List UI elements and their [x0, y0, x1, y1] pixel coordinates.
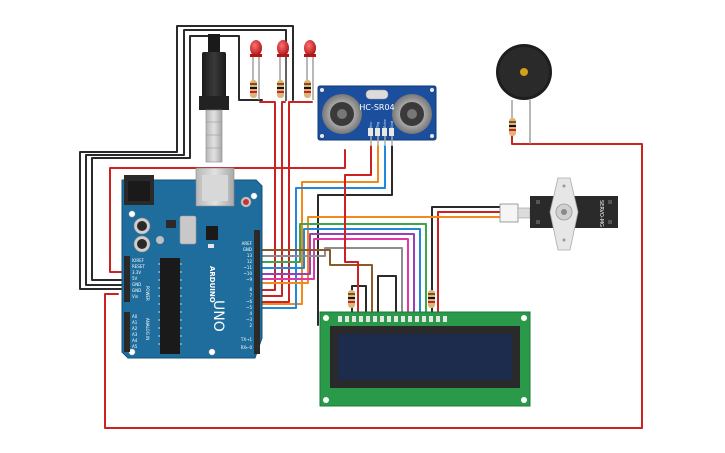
wire-ground-black-3[interactable]	[91, 35, 263, 281]
pin-label: 3.3V	[132, 270, 141, 275]
pin-label: TX→1	[240, 337, 253, 342]
resistor-icon[interactable]	[428, 290, 435, 308]
wire-led-3[interactable]	[261, 101, 313, 303]
wire-5v-red[interactable]	[109, 149, 346, 273]
sensor-pin-echo: Echo	[383, 120, 387, 129]
led-icon[interactable]	[250, 40, 262, 100]
pin-label: ~6	[246, 299, 252, 304]
sensor-pin-trig: Trig	[376, 122, 380, 129]
pin-label: ~9	[246, 277, 252, 282]
pin-label: ~5	[246, 305, 252, 310]
resistor-icon[interactable]	[304, 80, 311, 98]
power-header-label: POWER	[145, 286, 150, 301]
pin-label: 5V	[132, 276, 138, 281]
usb-cable-icon	[199, 34, 229, 163]
wire-ground-black-2[interactable]	[85, 29, 287, 286]
transducer-left	[322, 94, 362, 134]
pin-label: A0	[132, 314, 138, 319]
analog-header-label: ANALOG IN	[145, 318, 150, 340]
pin-label: A3	[132, 332, 138, 337]
pin-label: 8	[249, 287, 252, 292]
wire-trig-orange[interactable]	[261, 145, 379, 305]
pin-label: 7	[249, 293, 252, 298]
pin-label: ~11	[244, 265, 253, 270]
buzzer-icon[interactable]	[496, 44, 552, 144]
arduino-brand: ARDUINO	[208, 266, 216, 303]
sensor-pin-labels: Vcc Trig Echo Gnd	[369, 120, 394, 130]
pin-label: 2	[249, 323, 252, 328]
wires	[79, 25, 643, 429]
pin-label: RX←0	[241, 345, 253, 350]
wire-power-red[interactable]	[104, 135, 643, 429]
wire-lcd-purple[interactable]	[261, 233, 415, 321]
servo-label: SERVO-MG	[598, 200, 604, 227]
wire-ground-black[interactable]	[79, 25, 294, 290]
wire-lcd-pink[interactable]	[261, 238, 409, 321]
pin-label: A5	[132, 344, 138, 349]
capacitor	[133, 217, 151, 235]
transducer-right	[392, 94, 432, 134]
power-pin-labels: IOREF RESET 3.3V 5V GND GND Vin	[132, 258, 145, 299]
wire-lcd-red-pot[interactable]	[344, 174, 359, 321]
chip-pins	[158, 263, 182, 345]
sensor-label: HC-SR04	[359, 103, 394, 112]
resistor-icon[interactable]	[277, 80, 284, 98]
lcd-icon[interactable]	[319, 290, 531, 407]
pin-label: Vin	[132, 294, 139, 299]
sensor-pin-gnd: Gnd	[390, 121, 394, 128]
led-group	[250, 40, 316, 100]
pin-label: A1	[132, 320, 138, 325]
wire-lcd-black-2[interactable]	[377, 275, 397, 321]
pin-label: AREF	[242, 241, 253, 246]
wire-lcd-blue[interactable]	[261, 228, 421, 321]
led-icon[interactable]	[277, 40, 289, 100]
pin-label: GND	[243, 247, 252, 252]
pin-label: GND	[132, 288, 141, 293]
wire-led-2[interactable]	[261, 101, 286, 297]
digital-pin-labels: AREF GND 13 12 ~11 ~10 ~9 8 7 ~6 ~5 4 ~3…	[240, 241, 253, 350]
pin-label: RESET	[132, 264, 145, 269]
pin-label: 13	[247, 253, 253, 258]
pin-label: A4	[132, 338, 138, 343]
wire-lcd-green[interactable]	[261, 223, 427, 321]
wire-vcc-red[interactable]	[344, 145, 372, 176]
led-icon[interactable]	[304, 40, 316, 100]
wire-echo-blue[interactable]	[261, 145, 386, 309]
analog-pin-labels: A0 A1 A2 A3 A4 A5	[132, 314, 138, 349]
sensor-pins	[368, 128, 394, 146]
pin-label: IOREF	[132, 258, 145, 263]
wire-lcd-gray[interactable]	[261, 247, 403, 321]
arduino-uno-board[interactable]: ARDUINO UNO POWER ANALOG IN IOREF RESET …	[121, 167, 263, 359]
lcd-header-pins	[338, 316, 447, 322]
ultrasonic-sensor[interactable]: HC-SR04 Vcc Trig Echo Gnd	[317, 85, 437, 146]
resistor-icon[interactable]	[509, 118, 516, 136]
pin-label: A2	[132, 326, 138, 331]
pin-label: 12	[247, 259, 253, 264]
wire-led-1[interactable]	[259, 101, 276, 291]
pin-label: ~3	[246, 317, 252, 322]
pin-label: ~10	[244, 271, 253, 276]
wire-servo-red[interactable]	[437, 211, 501, 321]
servo-icon[interactable]: SERVO-MG	[499, 177, 618, 251]
sensor-pin-vcc: Vcc	[369, 122, 373, 128]
capacitor	[133, 235, 151, 253]
resistor-icon[interactable]	[250, 80, 257, 98]
arduino-model: UNO	[210, 300, 226, 332]
pin-label: 4	[249, 311, 252, 316]
wire-servo-black[interactable]	[431, 206, 501, 321]
wire-gnd-black[interactable]	[317, 145, 393, 326]
pin-label: GND	[132, 282, 141, 287]
wire-lcd-brown[interactable]	[261, 249, 373, 321]
resistor-icon[interactable]	[348, 290, 355, 308]
